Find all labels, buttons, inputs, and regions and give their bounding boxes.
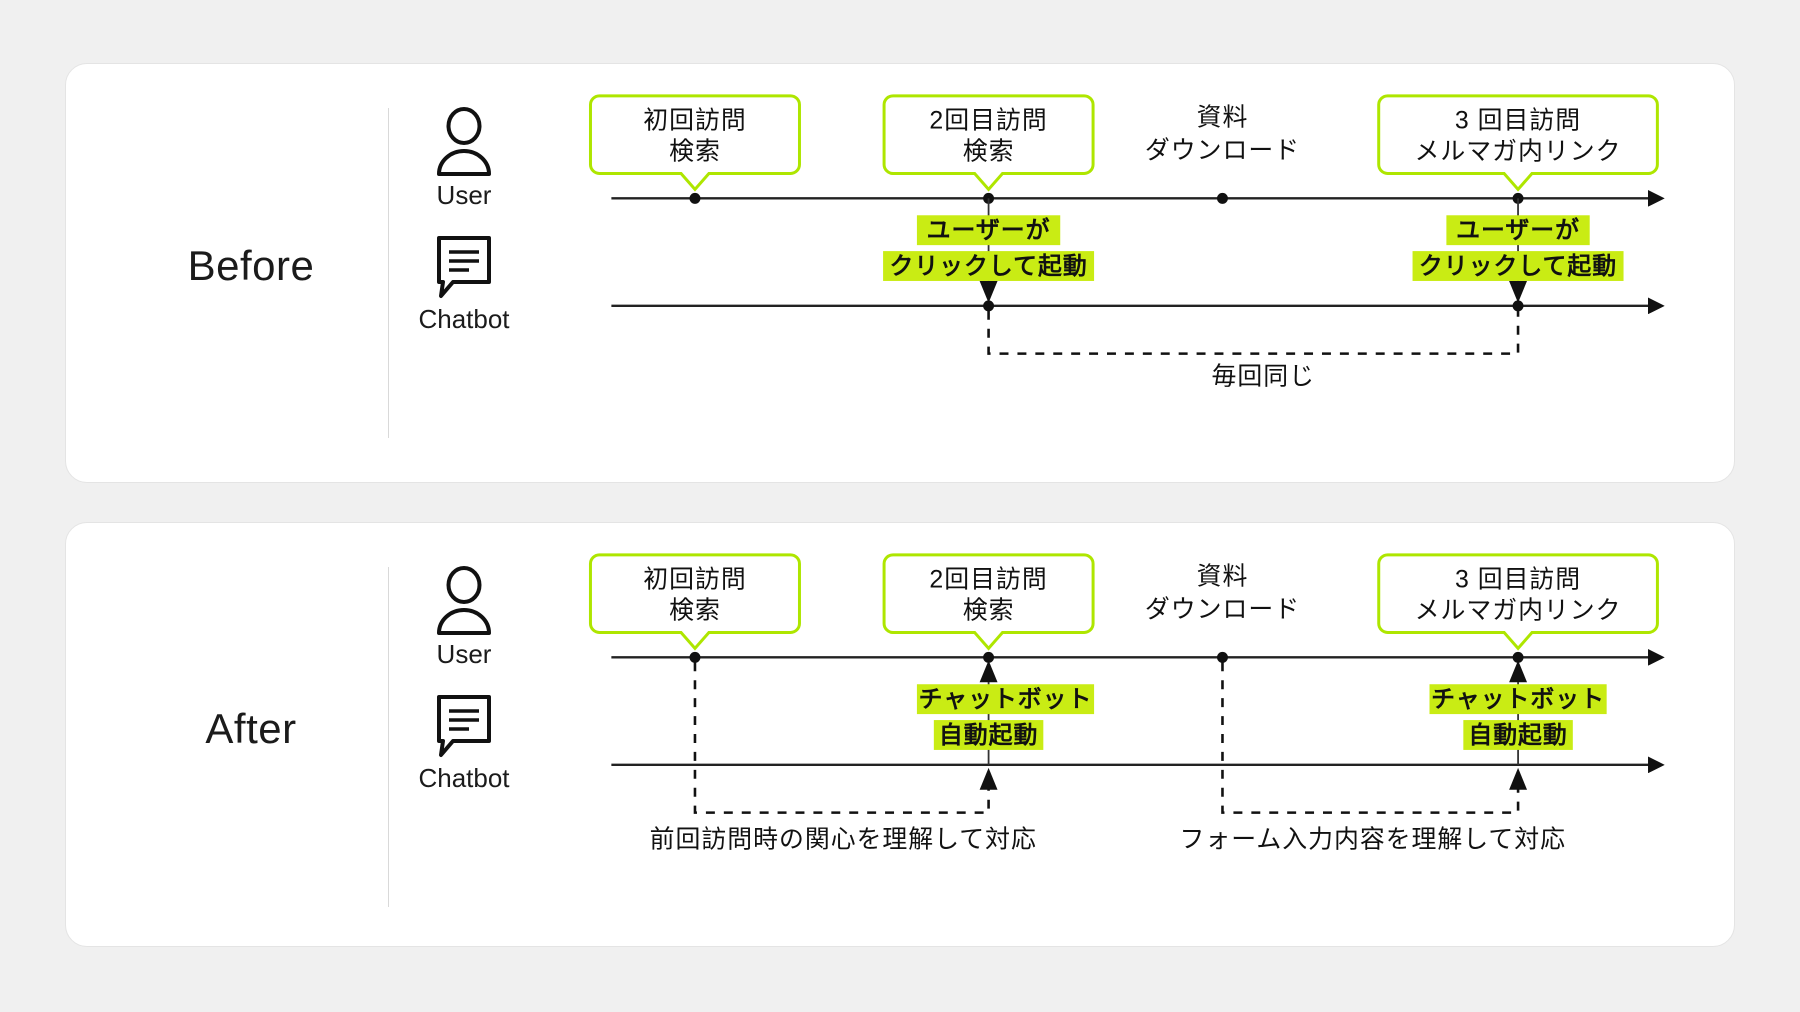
chatbot-dot-click1-before [983,300,995,312]
panel-label-after: After [205,705,297,752]
note-form-input-understanding: フォーム入力内容を理解して対応 [1179,825,1566,853]
user-icon [437,566,491,635]
event-visit2-line1-before: 2回目訪問 [929,107,1047,135]
event-dot-download-before [1216,192,1228,204]
user-icon [437,107,491,176]
event-visit3-line2-after: メルマガ内リンク [1415,597,1622,625]
before-card: Before User Chatbot [65,63,1735,483]
chat-bubble-icon [437,236,491,298]
interaction-click-start-1-before: ユーザーが クリックして起動 [883,198,1095,312]
highlight-bg-click1-line1-before [916,215,1061,246]
interaction-click-start-2-before: ユーザーが クリックして起動 [1412,198,1624,312]
highlight-bg-auto2-line2-after [1463,720,1573,750]
panel-divider-before [388,108,389,438]
event-visit3-after[interactable]: 3 回目訪問 メルマガ内リンク [1377,553,1659,663]
memory-route-2-after [1221,662,1520,814]
event-visit2-before[interactable]: 2回目訪問 検索 [882,94,1095,204]
event-download-line1-after: 資料 [1197,563,1249,591]
actor-chatbot-label-after: Chatbot [418,763,510,793]
event-visit3-line1-before: 3 回目訪問 [1455,107,1581,135]
event-download-before: 資料 ダウンロード [1145,104,1300,204]
actor-user-after: User [389,565,539,670]
event-visit3-before[interactable]: 3 回目訪問 メルマガ内リンク [1377,94,1659,204]
event-visit2-line2-after: 検索 [963,597,1015,625]
note-previous-visit-interest: 前回訪問時の関心を理解して対応 [650,825,1037,853]
interaction-auto-start-1-after: チャットボット 自動起動 [916,660,1095,790]
highlight-bg-click2-line2-before [1412,251,1624,281]
after-card: After User Chatbot [65,522,1735,947]
actor-user-before: User [389,106,539,211]
highlight-bg-auto2-line1-after [1429,684,1607,715]
chatbot-dot-click2-before [1512,300,1524,312]
highlight-bg-auto1-line2-after [933,720,1044,750]
panel-label-before: Before [187,242,315,289]
event-visit1-before[interactable]: 初回訪問 検索 [588,94,801,204]
event-dot-download-after [1217,651,1228,663]
event-visit1-line2-before: 検索 [669,138,721,166]
interaction-click2-line2-before: クリックして起動 [1419,253,1617,280]
after-timeline-diagram: 初回訪問 検索 2回目訪問 検索 資料 ダウンロード [588,553,1665,853]
chat-bubble-icon [437,695,491,757]
event-download-line2-after: ダウンロード [1145,596,1300,624]
event-visit1-line1-after: 初回訪問 [643,566,746,594]
event-visit2-after[interactable]: 2回目訪問 検索 [882,553,1095,663]
event-download-after: 資料 ダウンロード [1145,563,1300,663]
panel-divider-after [388,567,389,907]
interaction-click1-line1-before: ユーザーが [927,216,1051,244]
event-visit1-line2-after: 検索 [669,597,721,625]
event-visit1-after[interactable]: 初回訪問 検索 [588,553,801,663]
interaction-auto1-line1-after: チャットボット [919,686,1093,713]
event-visit3-line1-after: 3 回目訪問 [1455,566,1581,594]
interaction-auto2-line2-after: 自動起動 [1468,721,1567,749]
event-dot-visit3-after [1512,651,1524,663]
event-visit1-line1-before: 初回訪問 [643,107,746,135]
interaction-auto1-line2-after: 自動起動 [939,721,1038,749]
highlight-bg-click2-line1-before [1446,215,1590,246]
interaction-auto-start-2-after: チャットボット 自動起動 [1429,660,1607,790]
interaction-click2-line1-before: ユーザーが [1456,216,1580,244]
actor-user-label-after: User [436,639,492,669]
highlight-bg-click1-line2-before [883,251,1095,281]
event-dot-visit2-after [983,651,995,663]
note-same-every-time: 毎回同じ [1212,362,1315,390]
actor-chatbot-label-before: Chatbot [418,304,510,334]
highlight-bg-auto1-line1-after [916,684,1095,715]
event-download-line2-before: ダウンロード [1145,137,1300,165]
interaction-auto2-line1-after: チャットボット [1431,686,1605,713]
memory-route-1-after [693,662,990,814]
actor-chatbot-after: Chatbot [389,693,539,794]
event-visit2-line2-before: 検索 [963,138,1015,166]
before-timeline-diagram: 初回訪問 検索 2回目訪問 検索 資料 ダウンロード [588,94,1665,390]
event-dot-visit1-after [689,651,701,663]
event-visit3-line2-before: メルマガ内リンク [1415,138,1622,166]
loop-back-dashed-before [987,310,1520,355]
actor-chatbot-before: Chatbot [389,234,539,335]
interaction-click1-line2-before: クリックして起動 [889,253,1087,280]
event-visit2-line1-after: 2回目訪問 [929,566,1047,594]
event-download-line1-before: 資料 [1197,104,1249,132]
actor-user-label-before: User [436,180,492,210]
event-dot-visit1-before [689,192,701,204]
